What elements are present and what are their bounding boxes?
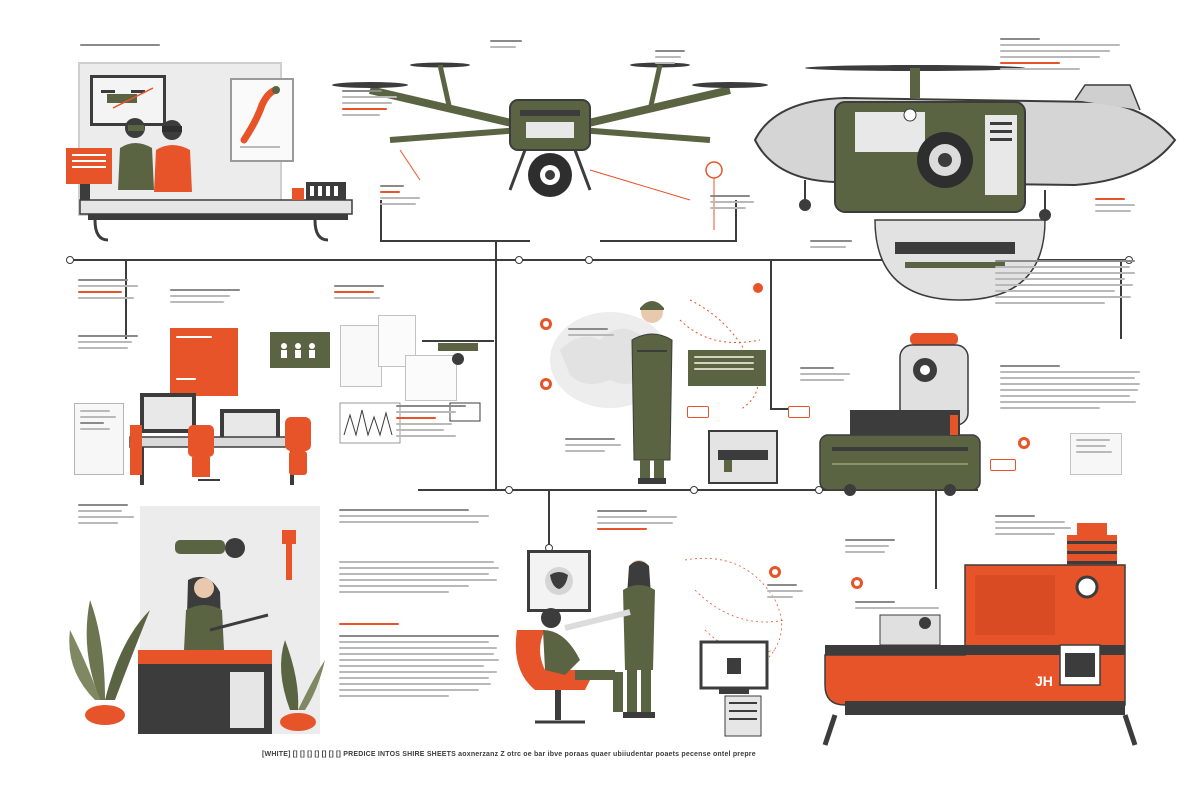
connector-line [495,240,497,490]
location-pin-icon [769,566,781,578]
connector-node [66,256,74,264]
schematic-sheet [340,325,382,387]
panel-caption-lines [334,285,414,303]
callout-text-block [1000,38,1140,74]
connector-line [735,200,737,242]
connector-line [125,259,127,339]
callout-text-block [1095,198,1155,216]
report-text-panel [335,505,505,745]
office-scene-panel [60,500,330,745]
wall-poster [230,78,294,162]
panel-caption-lines [78,279,158,303]
document-sheet [1070,433,1122,475]
globe-icon [545,567,573,595]
report-subheading [339,623,439,629]
workstation-desks [129,393,311,485]
connector-line [380,240,530,242]
callout-text-block [490,40,550,52]
callout-text-block [995,260,1140,308]
callout-text-block [767,584,807,602]
connector-node [515,256,523,264]
weapon-schematic-icon [718,450,768,472]
status-badge [687,406,709,418]
instructor-panel [505,500,805,745]
info-card-orange [170,328,238,396]
connector-node [815,486,823,494]
drone-blueprint-icon [339,340,494,444]
limb-diagram-icon [240,86,280,148]
connector-node [505,486,513,494]
callout-text-block [845,539,915,557]
robotic-cabinet-illustration [819,333,981,496]
vr-training-panel [60,40,360,250]
panel-caption-lines [396,405,506,441]
document-sheet [74,403,124,475]
female-soldier-figure [631,301,673,484]
drone-schematic-icon [101,87,154,109]
connector-line [935,489,937,589]
panel-caption-lines [78,335,148,353]
connector-node [585,256,593,264]
location-pin-icon [540,378,552,390]
schematics-panel [330,285,510,485]
callout-text-block [597,510,697,534]
connector-line [380,200,382,242]
callout-text-block [568,328,628,340]
quadcopter-drone-illustration [332,62,768,230]
callout-text-block [995,515,1085,539]
callout-text-block [1000,365,1145,413]
workstation-panel [70,275,340,490]
status-display-board [688,350,766,386]
connector-line [600,240,736,242]
panel-caption-lines [78,504,158,528]
callout-text-block [380,185,440,209]
callout-text-block [655,50,705,68]
connector-line [548,489,550,549]
aircraft-panel [745,30,1190,320]
drone-panel [330,30,770,240]
panel-caption-lines [170,289,250,307]
briefing-screen [527,550,591,612]
report-paragraph [339,561,504,597]
callout-text-block [710,195,770,213]
connector-line [1120,259,1122,339]
status-badge [990,459,1016,471]
location-pin-icon [851,577,863,589]
industrial-machine-illustration [822,523,1138,746]
callout-text-block [342,90,402,120]
status-badge [788,406,810,418]
tactical-cabinet-panel [790,325,1190,505]
hybrid-aircraft-illustration [753,65,1177,301]
panel-caption-lines [80,44,170,50]
callout-text-block [855,601,945,613]
location-pin-icon [540,318,552,330]
instructor-trainee-figures [515,557,786,737]
machine-logo: JH [1035,673,1053,689]
connector-line [418,489,978,491]
analyst-at-desk-figure [69,530,325,734]
callout-text-block [565,438,635,456]
equipment-console [708,430,778,484]
connector-line [70,259,1130,261]
vr-trainee-figures [66,118,353,242]
team-icon [281,343,315,358]
schematic-sheet [405,355,457,401]
callout-text-block [810,240,870,252]
report-paragraph [339,635,504,701]
location-pin-icon [1018,437,1030,449]
connector-line [770,259,772,409]
soldier-map-panel [530,280,810,490]
callout-text-block [800,367,860,385]
info-card-olive [270,332,330,368]
footer-caption: [WHITE] [] [] [] [] [] [] [] PREDICE INT… [262,751,756,758]
connector-line [770,408,790,410]
connector-node [690,486,698,494]
orange-machine-panel: JH [805,505,1190,755]
report-paragraph [339,509,504,527]
